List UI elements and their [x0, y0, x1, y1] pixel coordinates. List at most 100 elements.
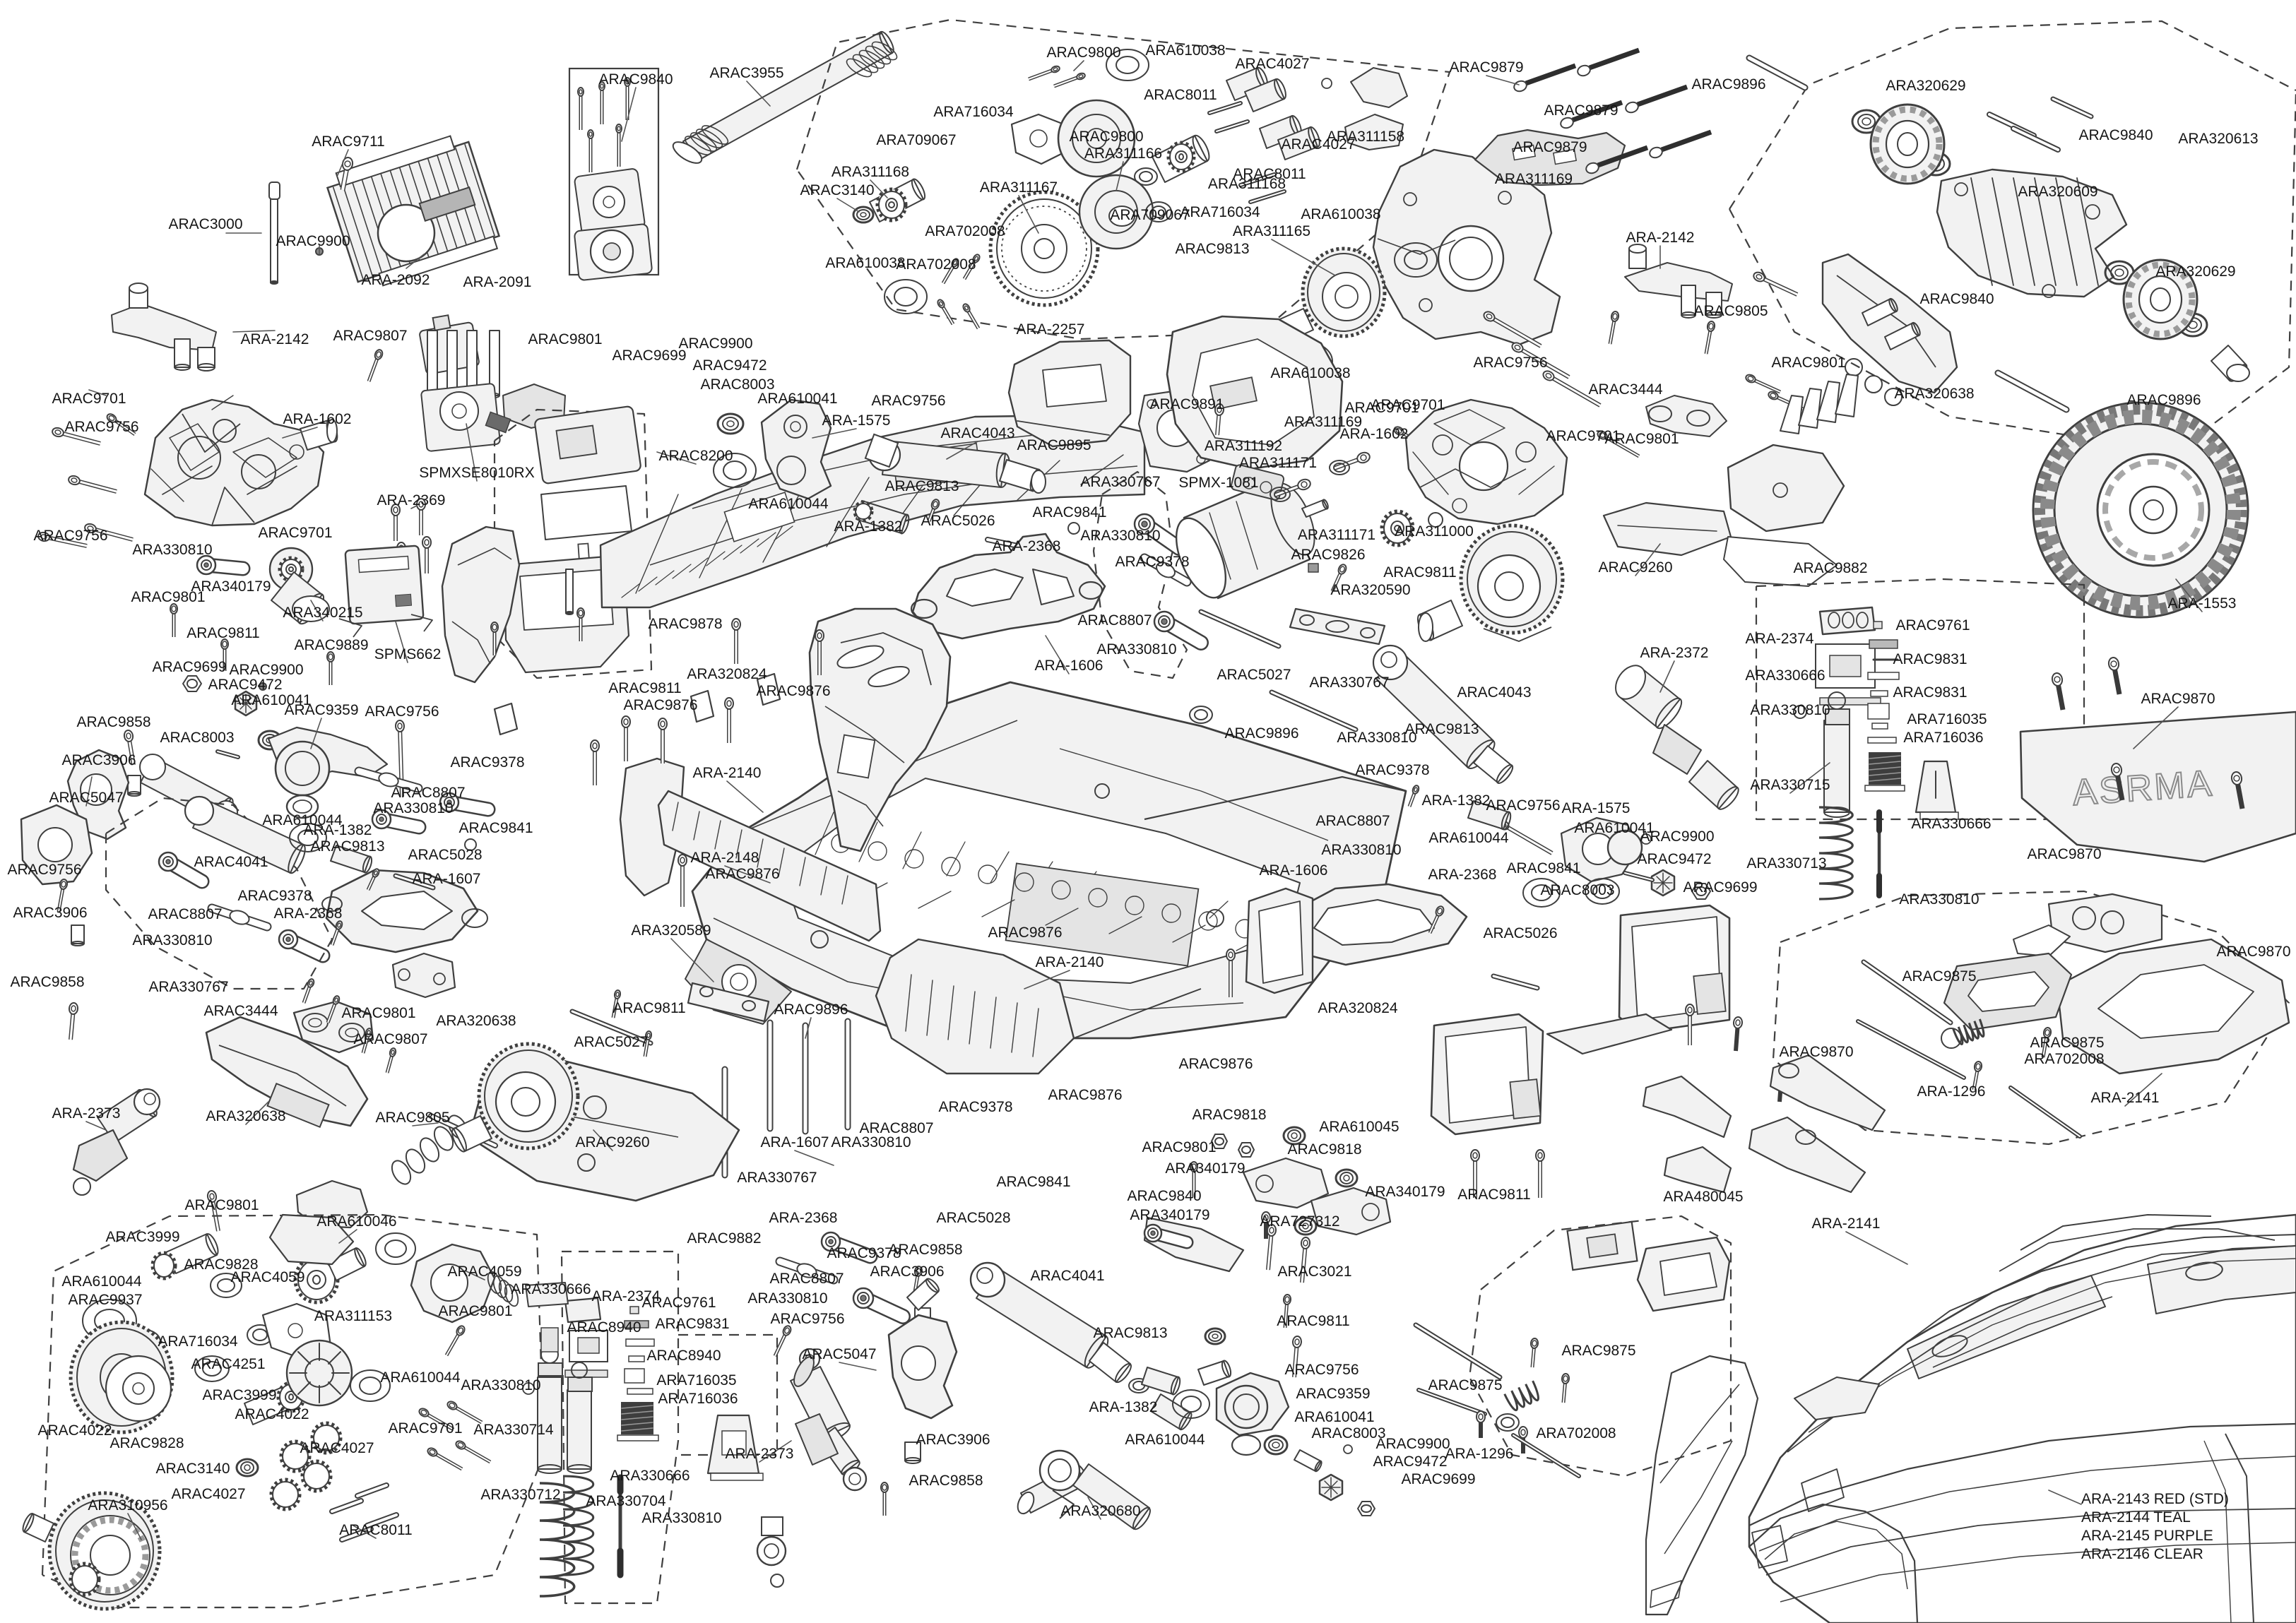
svg-text:ARA-2374: ARA-2374	[1746, 631, 1814, 647]
svg-text:ARAC4059: ARAC4059	[447, 1264, 521, 1280]
svg-text:ARAC9711: ARAC9711	[312, 133, 385, 150]
svg-text:ARA709067: ARA709067	[1110, 207, 1190, 223]
svg-text:ARAC8003: ARAC8003	[160, 730, 234, 746]
svg-text:ARAC3955: ARAC3955	[709, 65, 783, 81]
svg-text:ARA716036: ARA716036	[658, 1391, 738, 1407]
svg-text:ARA-2092: ARA-2092	[362, 272, 430, 288]
svg-text:SPMS662: SPMS662	[374, 646, 442, 662]
svg-text:ARAC4251: ARAC4251	[191, 1356, 265, 1372]
svg-text:ARA-2144 TEAL: ARA-2144 TEAL	[2081, 1509, 2191, 1526]
svg-text:ARAC9378: ARAC9378	[450, 754, 524, 771]
svg-text:ARA330810: ARA330810	[461, 1377, 540, 1393]
svg-text:ARAC3444: ARAC3444	[1588, 381, 1662, 398]
svg-text:ARAC9811: ARAC9811	[1383, 564, 1457, 581]
svg-text:ARAC9260: ARAC9260	[1598, 559, 1672, 576]
svg-text:ARAC9813: ARAC9813	[1404, 721, 1479, 737]
svg-text:ARAC9879: ARAC9879	[1513, 139, 1587, 155]
svg-text:ARAC9882: ARAC9882	[687, 1230, 761, 1247]
svg-text:ARAC9756: ARAC9756	[1473, 355, 1547, 371]
svg-text:ARAC8807: ARAC8807	[1077, 612, 1152, 629]
svg-text:ARAC9756: ARAC9756	[770, 1311, 844, 1327]
svg-text:ARAC8011: ARAC8011	[1144, 87, 1217, 103]
svg-text:ARA-2142: ARA-2142	[1626, 230, 1695, 246]
svg-text:ARA340179: ARA340179	[1130, 1207, 1209, 1223]
svg-text:ARAC9801: ARAC9801	[1142, 1139, 1216, 1155]
svg-text:ARAC9811: ARAC9811	[187, 625, 260, 641]
svg-text:ARAC9879: ARAC9879	[1544, 102, 1618, 119]
svg-text:ARAC9813: ARAC9813	[1175, 241, 1249, 257]
svg-text:ARAC9260: ARAC9260	[575, 1134, 649, 1151]
svg-text:ARA-2148: ARA-2148	[691, 850, 759, 866]
svg-text:ARAC9378: ARAC9378	[827, 1245, 901, 1261]
svg-text:ARAC5026: ARAC5026	[1483, 925, 1557, 941]
svg-text:ARA340215: ARA340215	[283, 605, 362, 621]
svg-text:ARA330810: ARA330810	[831, 1134, 911, 1151]
svg-text:ARAC9756: ARAC9756	[1486, 797, 1560, 814]
svg-text:ARAC9699: ARAC9699	[152, 659, 226, 675]
svg-text:ARAC9701: ARAC9701	[1371, 397, 1445, 413]
svg-text:ARAC3906: ARAC3906	[61, 752, 136, 768]
svg-text:ARAC5047: ARAC5047	[49, 790, 123, 806]
svg-text:ARA610044: ARA610044	[262, 812, 343, 828]
svg-text:ARAC9761: ARAC9761	[1895, 617, 1970, 634]
svg-text:ARA310956: ARA310956	[88, 1497, 167, 1514]
svg-text:ARA-2374: ARA-2374	[592, 1288, 661, 1304]
svg-text:ARA-1575: ARA-1575	[822, 412, 891, 429]
svg-text:ARAC4022: ARAC4022	[235, 1406, 309, 1422]
svg-text:ARAC9876: ARAC9876	[623, 697, 697, 713]
svg-text:ARAC4041: ARAC4041	[194, 854, 268, 870]
svg-text:ARA311171: ARA311171	[1298, 527, 1375, 543]
svg-text:ARA610038: ARA610038	[825, 255, 905, 271]
svg-text:ARA-1602: ARA-1602	[1340, 426, 1409, 442]
svg-text:ARAC9879: ARAC9879	[1449, 59, 1523, 76]
svg-text:ARAC9840: ARAC9840	[598, 71, 673, 88]
svg-text:ARAC9870: ARAC9870	[2216, 944, 2290, 960]
svg-text:ARAC3906: ARAC3906	[870, 1264, 944, 1280]
svg-text:ARA330666: ARA330666	[610, 1468, 690, 1484]
svg-text:ARAC4041: ARAC4041	[1030, 1268, 1104, 1284]
svg-text:ARAC9870: ARAC9870	[2027, 846, 2101, 862]
svg-text:ARA320629: ARA320629	[2155, 263, 2235, 280]
svg-text:ARA330666: ARA330666	[511, 1281, 591, 1297]
svg-text:ARAC9818: ARAC9818	[1287, 1141, 1361, 1158]
svg-text:ARA709067: ARA709067	[876, 132, 956, 148]
svg-text:ARA330810: ARA330810	[1080, 528, 1160, 544]
svg-text:ARAC9818: ARAC9818	[1192, 1107, 1266, 1123]
svg-text:ARA716035: ARA716035	[1907, 711, 1987, 727]
svg-text:ARAC9472: ARAC9472	[1373, 1453, 1447, 1470]
svg-text:ARA311171: ARA311171	[1239, 455, 1317, 471]
svg-text:ARA330810: ARA330810	[373, 800, 453, 816]
svg-text:ARA610041: ARA610041	[231, 692, 311, 708]
svg-text:ARA610041: ARA610041	[757, 391, 837, 407]
svg-text:ARAC9858: ARAC9858	[10, 974, 84, 990]
svg-text:ARA-2143 RED (STD): ARA-2143 RED (STD)	[2081, 1491, 2229, 1507]
svg-text:ARA320638: ARA320638	[436, 1013, 516, 1029]
svg-text:ARAC9841: ARAC9841	[1506, 860, 1580, 876]
svg-text:ARAC3021: ARAC3021	[1277, 1264, 1351, 1280]
svg-text:ARAC9807: ARAC9807	[353, 1031, 427, 1047]
svg-text:ARA-2141: ARA-2141	[1812, 1215, 1881, 1232]
svg-text:ARA340179: ARA340179	[1365, 1184, 1445, 1200]
svg-text:ARAC9761: ARAC9761	[641, 1295, 716, 1311]
svg-text:ARAC9813: ARAC9813	[884, 478, 959, 494]
svg-text:ARAC9699: ARAC9699	[1401, 1471, 1475, 1487]
svg-text:ARAC9472: ARAC9472	[1637, 851, 1711, 867]
svg-text:ARA330714: ARA330714	[473, 1422, 554, 1438]
svg-text:ARAC9876: ARAC9876	[1178, 1056, 1253, 1072]
svg-text:ARA311165: ARA311165	[1233, 223, 1310, 239]
svg-text:ARA610046: ARA610046	[316, 1213, 396, 1230]
svg-text:ARA-2369: ARA-2369	[377, 492, 446, 509]
svg-text:ARAC9841: ARAC9841	[1032, 504, 1106, 521]
svg-text:ARA-1296: ARA-1296	[1445, 1446, 1514, 1462]
svg-text:ARA610044: ARA610044	[61, 1273, 142, 1290]
svg-text:ARAC9756: ARAC9756	[64, 419, 138, 435]
svg-text:ARA610044: ARA610044	[1428, 830, 1509, 846]
svg-text:ARAC8940: ARAC8940	[646, 1348, 721, 1364]
svg-text:ARA-1606: ARA-1606	[1035, 658, 1103, 674]
svg-text:ARA340179: ARA340179	[191, 578, 271, 595]
svg-text:ARA-2368: ARA-2368	[274, 905, 343, 922]
svg-text:ARAC9900: ARAC9900	[229, 662, 303, 678]
svg-text:ARA320609: ARA320609	[2018, 184, 2097, 200]
svg-text:ARA702008: ARA702008	[1536, 1425, 1616, 1441]
svg-text:ARAC5027: ARAC5027	[1217, 667, 1291, 683]
